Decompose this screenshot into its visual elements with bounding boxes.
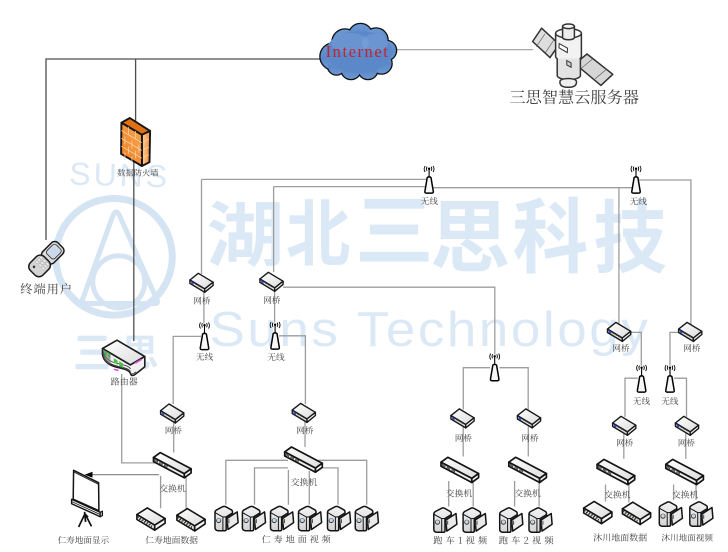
svg-text:Internet: Internet: [326, 42, 390, 61]
svg-text:Suns Technology: Suns Technology: [210, 302, 651, 357]
